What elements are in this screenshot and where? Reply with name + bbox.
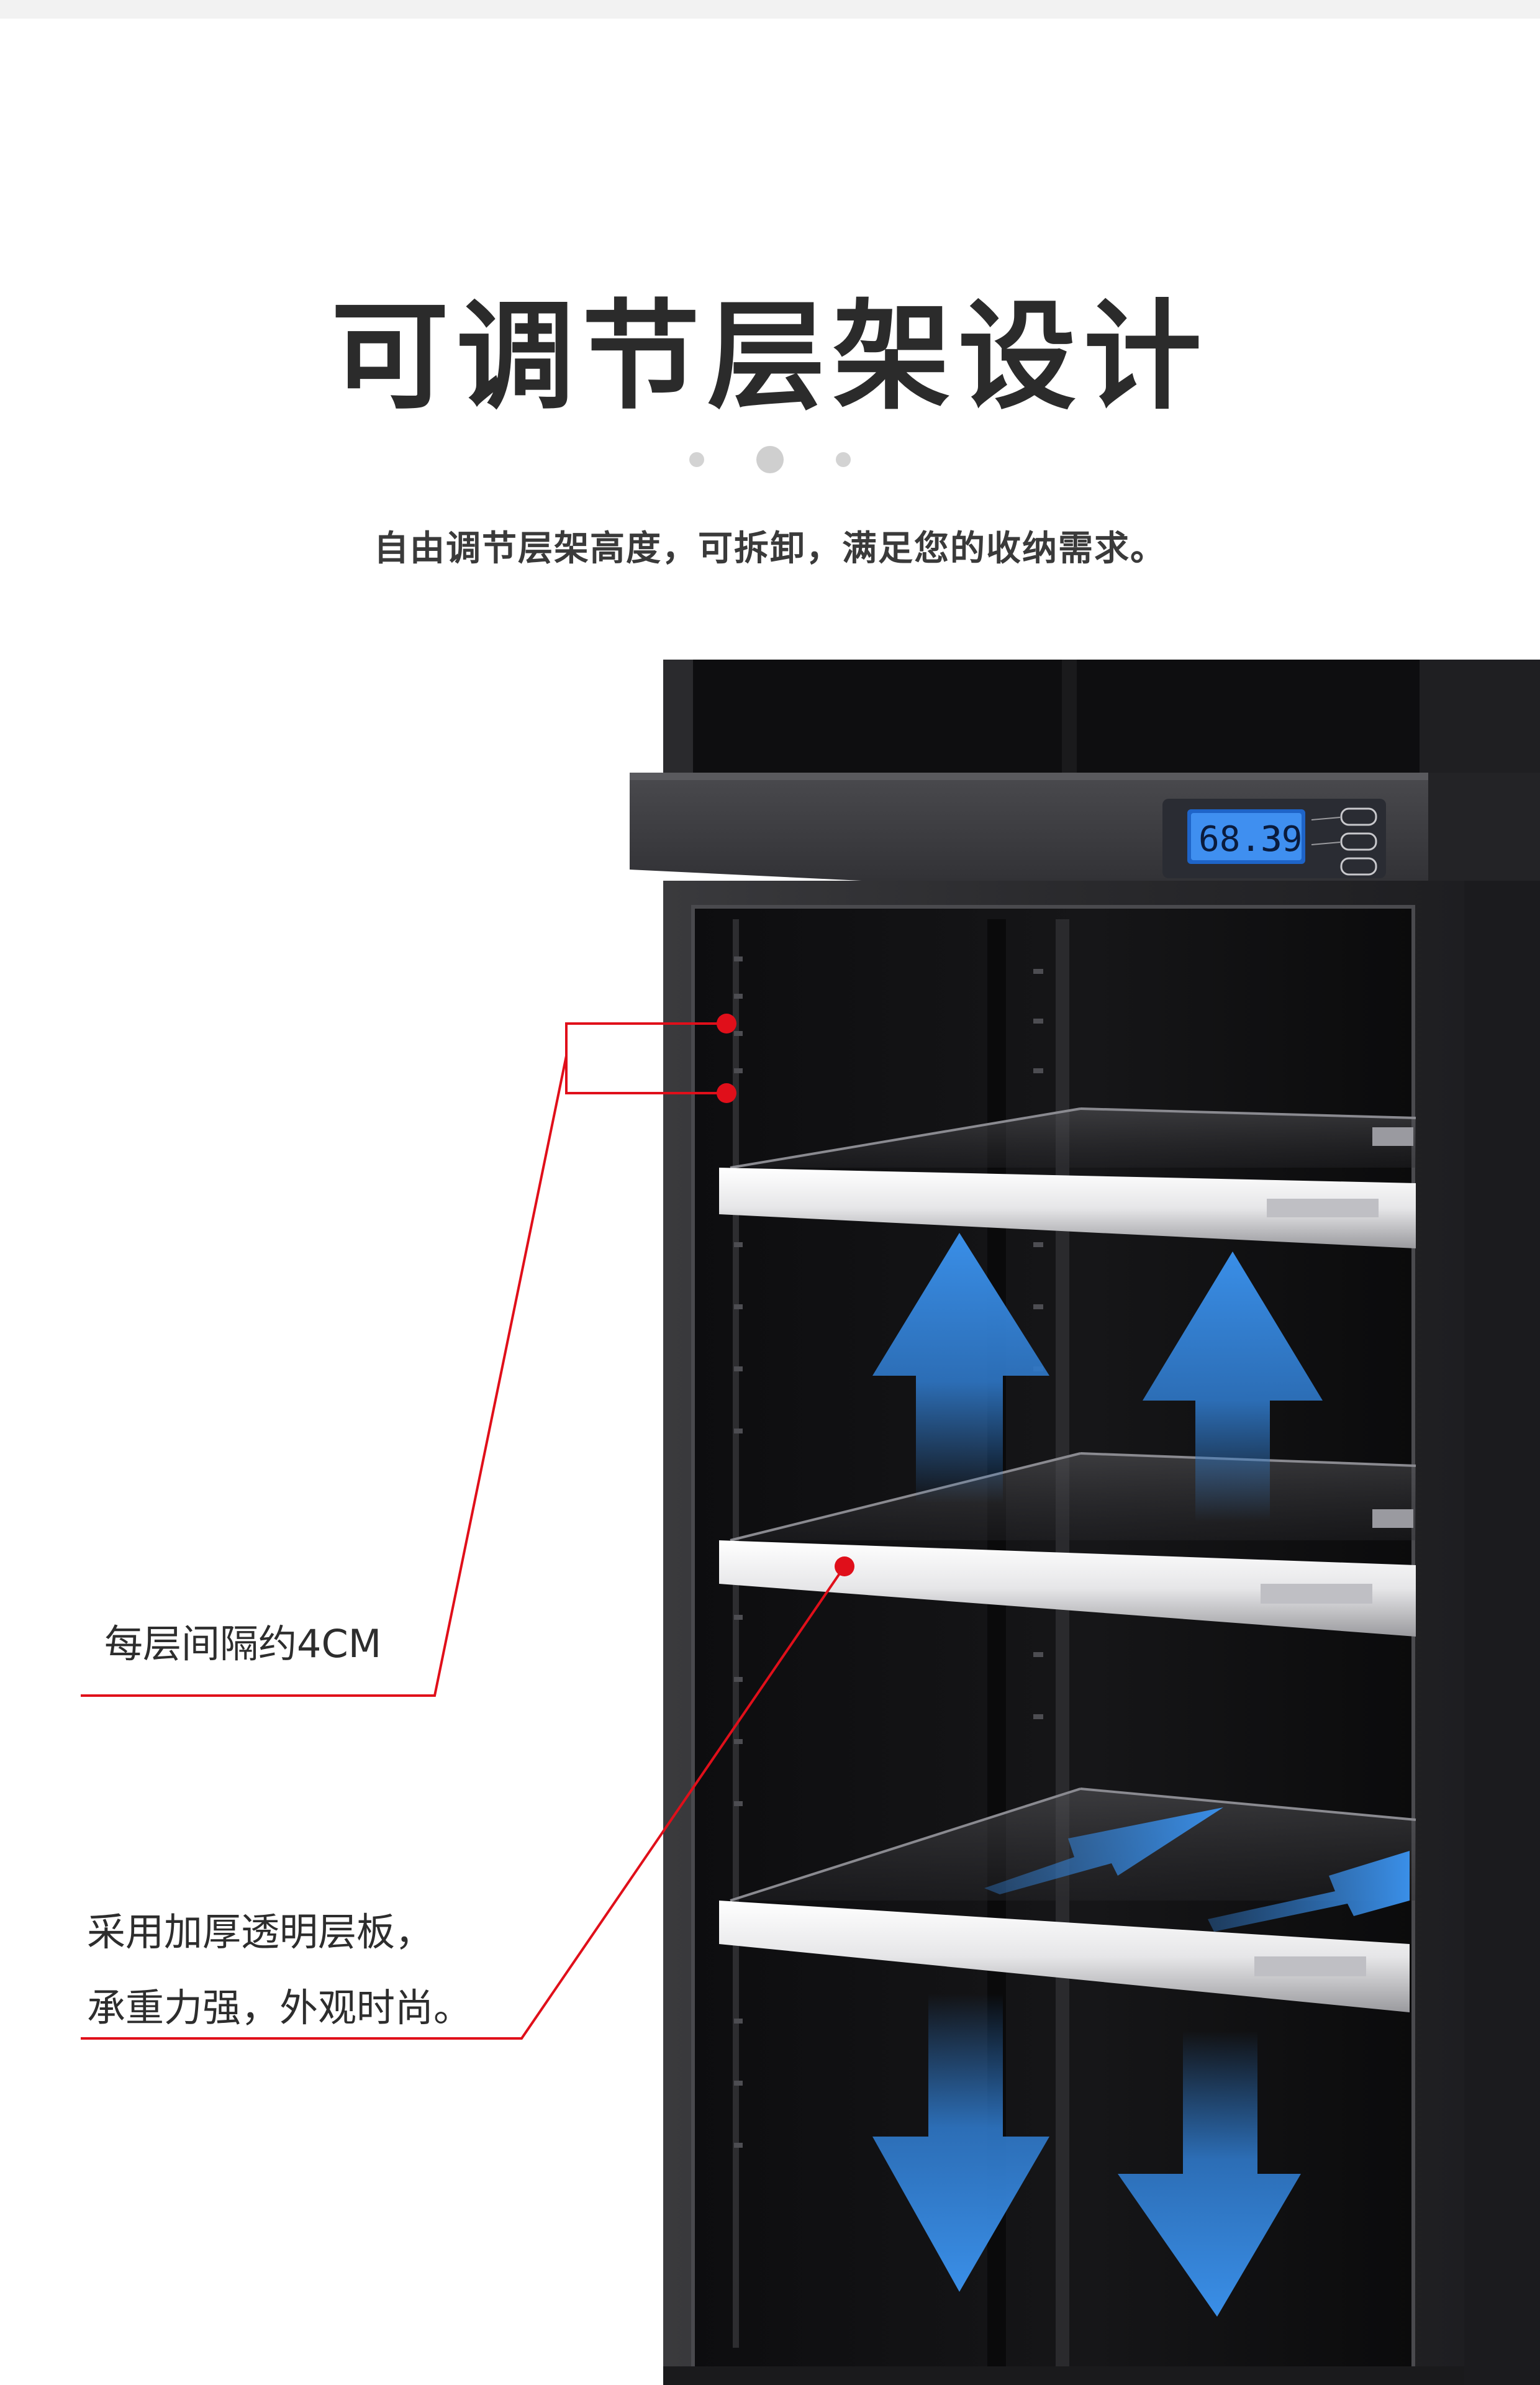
down-button[interactable]	[1340, 832, 1377, 851]
arrow-right-icon	[984, 1807, 1223, 1894]
marker-dot-icon	[717, 1014, 736, 1034]
arrow-up-icon	[1143, 1252, 1323, 1522]
temperature-readout: 68.3	[1198, 819, 1282, 860]
shelf-callout-line-2: 承重力强，外观时尚。	[87, 1985, 473, 2030]
pager-dot-active[interactable]	[756, 446, 784, 473]
page-title: 可调节层架设计	[330, 288, 1209, 425]
arrow-up-icon	[872, 1233, 1049, 1503]
marker-dot-icon	[717, 1083, 736, 1103]
pager-dot[interactable]	[689, 452, 704, 467]
arrow-down-icon	[1118, 2031, 1301, 2317]
up-power-button[interactable]	[1340, 807, 1377, 826]
shelf-callout: 采用加厚透明层板， 承重力强，外观时尚。	[87, 1894, 472, 2046]
set-button[interactable]	[1340, 857, 1377, 876]
marker-dot-icon	[835, 1556, 854, 1576]
arrow-down-icon	[872, 1994, 1049, 2292]
shelf-callout-line-1: 采用加厚透明层板，	[87, 1909, 434, 1955]
page-subtitle: 自由调节层架高度，可拆卸，满足您的收纳需求。	[374, 529, 1166, 569]
humidity-readout: 39	[1261, 819, 1302, 860]
pager-dots	[0, 446, 1540, 483]
callout-lines	[81, 1022, 846, 2040]
pager-dot[interactable]	[836, 452, 851, 467]
spacing-callout: 每层间隔约4CM	[104, 1621, 382, 1666]
control-display: 68.3 39	[1162, 799, 1386, 878]
shelf-1	[719, 1107, 1416, 1248]
arrow-right-icon	[1208, 1851, 1410, 1932]
